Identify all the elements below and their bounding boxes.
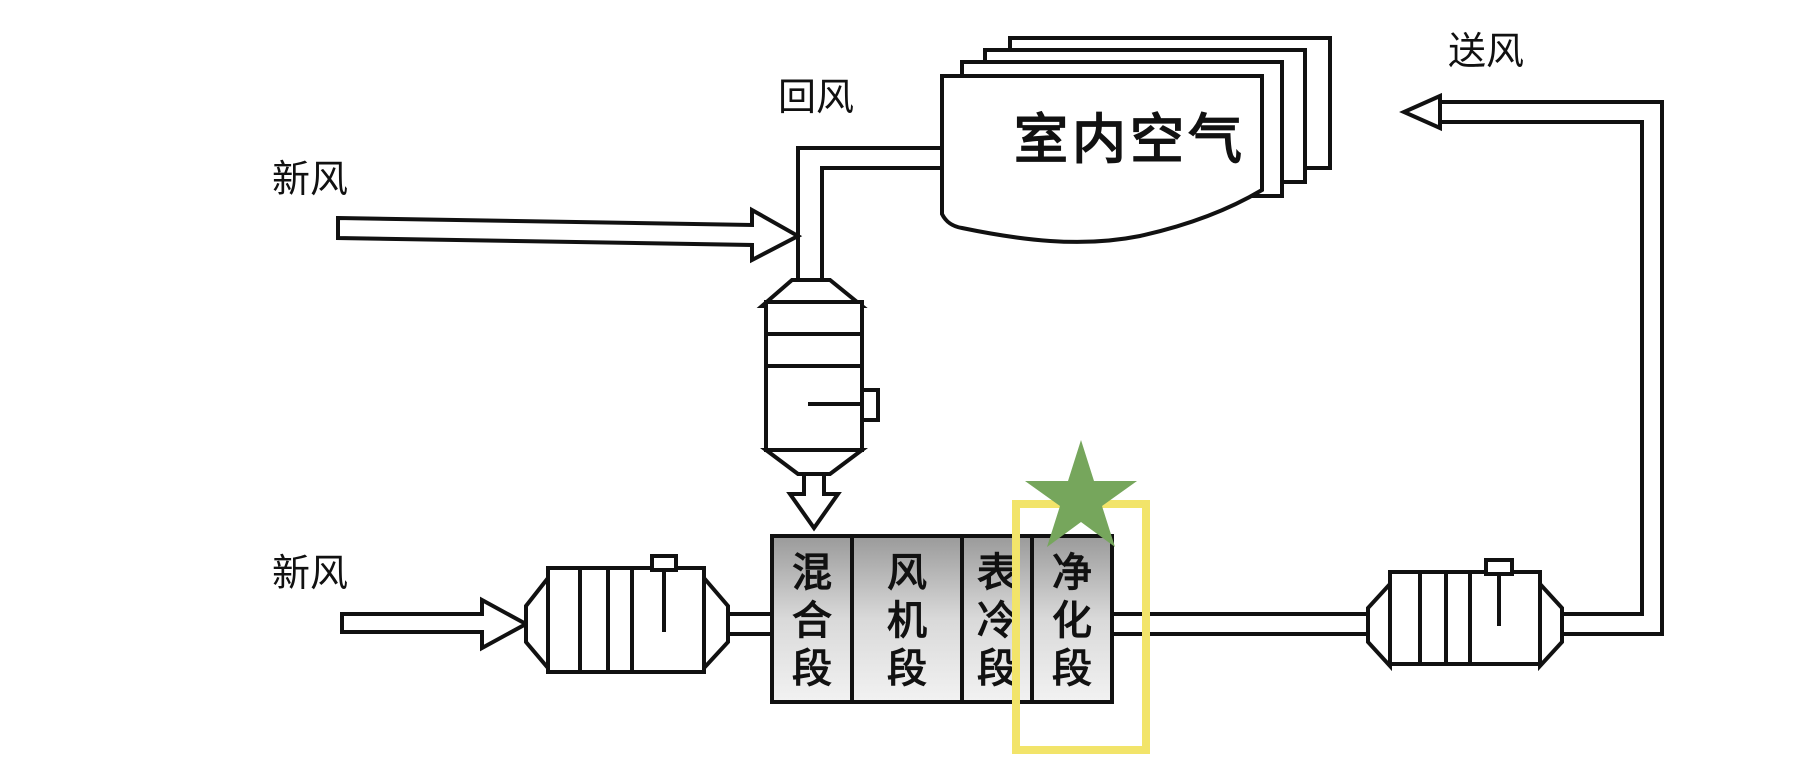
lower-right-air-handler [1366,558,1564,672]
section-purification-char-2: 化 [1052,598,1092,644]
fresh-air-pipe-bottom [340,596,531,652]
section-cooling: 表 冷 段 [977,550,1017,692]
section-mixing-char-3: 段 [792,646,832,692]
section-fan-char-3: 段 [887,646,927,692]
section-fan-char-1: 风 [887,550,927,596]
room-title: 室内空气 [1014,108,1246,171]
output-duct [1112,612,1368,636]
section-fan: 风 机 段 [887,550,927,692]
section-cooling-char-3: 段 [977,646,1017,692]
supply-air-label: 送风 [1448,29,1524,73]
processing-module: 混 合 段 风 机 段 表 冷 段 净 化 段 [770,534,1114,704]
upper-air-handler [756,278,880,532]
return-air-duct [796,146,942,282]
lower-left-air-handler [524,554,772,674]
section-mixing-char-1: 混 [792,550,832,596]
section-fan-char-2: 机 [887,598,927,644]
star-icon [1025,440,1137,547]
section-cooling-char-1: 表 [977,550,1017,596]
fresh-air-pipe-top [336,206,803,264]
section-purification-char-3: 段 [1052,646,1092,692]
fresh-air-label-bottom: 新风 [272,551,348,595]
supply-air-duct [1399,92,1664,636]
highlight-marker [1012,440,1150,754]
return-air-label: 回风 [778,75,854,119]
section-cooling-char-2: 冷 [977,598,1017,644]
section-mixing-char-2: 合 [792,598,832,644]
indoor-air-room: 室内空气 [940,36,1332,244]
section-purification-char-1: 净 [1052,550,1092,596]
fresh-air-label-top: 新风 [272,157,348,201]
section-purification: 净 化 段 [1052,550,1092,692]
section-mixing: 混 合 段 [792,550,832,692]
